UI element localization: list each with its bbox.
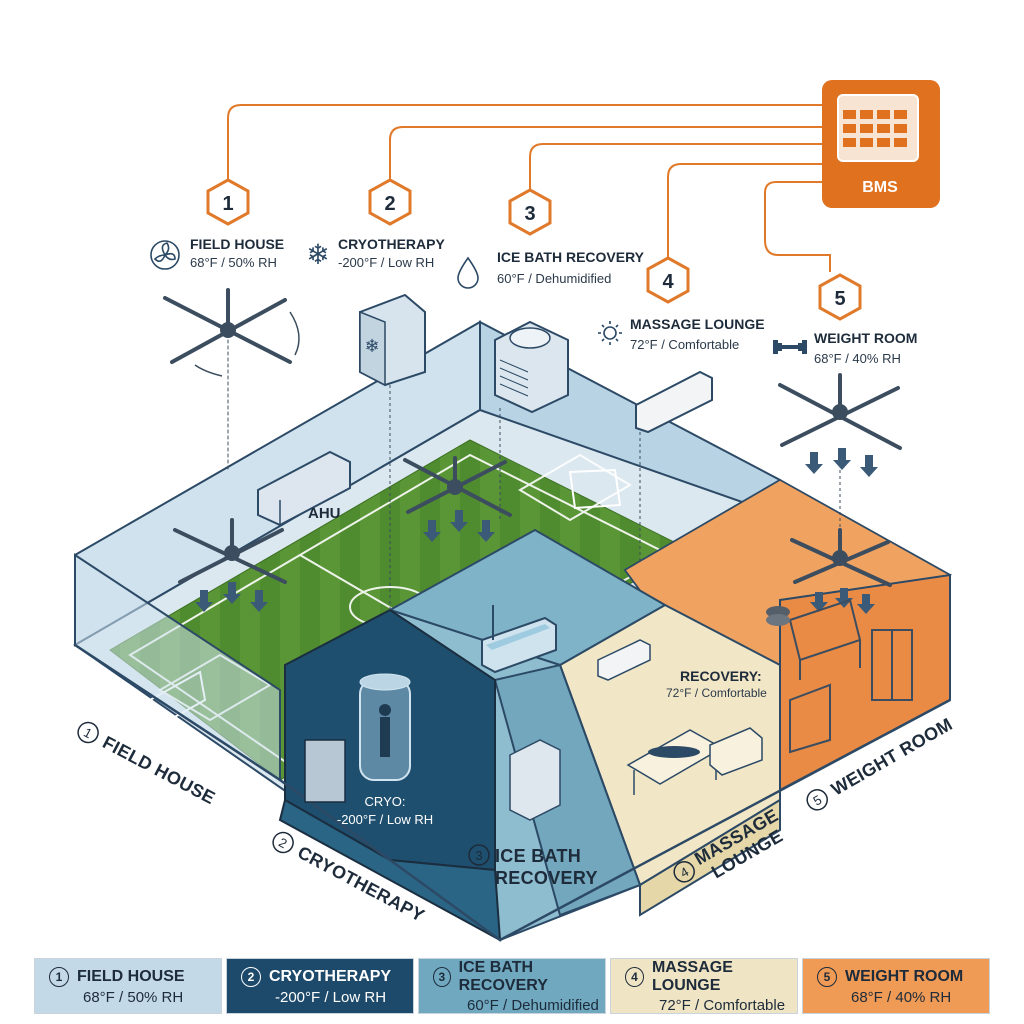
water-drop-icon <box>457 256 479 289</box>
massage-lounge-front-wall <box>639 798 781 917</box>
snowflake-icon: ❄ <box>306 239 329 270</box>
legend-number: 2 <box>241 966 261 987</box>
dehumidifier <box>509 739 561 821</box>
legend-spec: -200°F / Low RH <box>275 988 387 1006</box>
zone-badge-5: 5 <box>818 273 862 321</box>
legend-title: CRYOTHERAPY <box>269 967 392 985</box>
legend-item-ice-bath: 3 ICE BATH RECOVERY 60°F / Dehumidified <box>418 958 606 1014</box>
weight-bench <box>789 683 831 754</box>
zone-legend: 1 FIELD HOUSE 68°F / 50% RH 2 CRYOTHERAPY … <box>34 958 990 1014</box>
floor-label-ice-bath-line1: ICE BATH <box>495 846 581 866</box>
floor-label-field-house: 1 FIELD HOUSE <box>77 721 218 808</box>
callout-field-house: FIELD HOUSE 68°F / 50% RH <box>150 236 284 270</box>
legend-spec: 68°F / 40% RH <box>851 988 952 1006</box>
hvac-zone-diagram: ❄ <box>73 80 956 942</box>
cryo-cabinet: ❄ <box>359 293 426 387</box>
callout-field-house-title: FIELD HOUSE <box>190 236 284 252</box>
floor-label-ice-bath-line2: RECOVERY <box>495 868 598 888</box>
floor-label-ice-bath-number: 3 <box>475 848 482 863</box>
floor-label-field-house-text: FIELD HOUSE <box>99 732 218 808</box>
legend-title: ICE BATH RECOVERY <box>458 958 548 994</box>
legend-number: 4 <box>625 966 644 987</box>
zone-badge-1: 1 <box>206 178 250 226</box>
legend-number: 5 <box>817 966 837 987</box>
zone-badge-3: 3 <box>508 188 552 236</box>
bms-label: BMS <box>862 179 898 196</box>
callout-cryotherapy-spec: -200°F / Low RH <box>338 255 434 270</box>
legend-item-field-house: 1 FIELD HOUSE 68°F / 50% RH <box>34 958 222 1014</box>
legend-number: 3 <box>433 966 451 987</box>
callout-ice-bath-spec: 60°F / Dehumidified <box>497 271 611 286</box>
callout-cryotherapy-title: CRYOTHERAPY <box>338 236 445 252</box>
zone-badge-5-number: 5 <box>834 288 845 310</box>
cryo-chamber <box>359 673 411 781</box>
bms-controller[interactable]: BMS <box>822 80 940 208</box>
callout-weight-title: WEIGHT ROOM <box>814 330 917 346</box>
legend-number: 1 <box>49 966 69 987</box>
legend-item-weight-room: 5 WEIGHT ROOM 68°F / 40% RH <box>802 958 990 1014</box>
legend-spec: 68°F / 50% RH <box>83 988 184 1006</box>
legend-title: MASSAGE LOUNGE <box>651 958 733 994</box>
callout-weight-room: WEIGHT ROOM 68°F / 40% RH <box>773 330 917 366</box>
airflow-arrows <box>195 448 878 614</box>
fan-rotation-arrows <box>194 311 300 377</box>
cryo-equipment-cabinet <box>304 739 346 803</box>
mini-split-massage <box>635 370 713 434</box>
dumbbell-icon <box>773 340 807 354</box>
building <box>73 320 953 942</box>
fan-icon <box>150 240 180 270</box>
callout-massage-spec: 72°F / Comfortable <box>630 337 739 352</box>
callout-weight-spec: 68°F / 40% RH <box>814 351 901 366</box>
ice-bath-front-wall <box>493 663 642 917</box>
condensing-unit <box>494 320 569 414</box>
ceiling-fan-field-center <box>403 456 512 517</box>
zone-badge-2-number: 2 <box>384 193 395 215</box>
callout-massage-lounge: MASSAGE LOUNGE 72°F / Comfortable <box>598 316 765 352</box>
recovery-title: RECOVERY: <box>680 668 762 684</box>
ceiling-fan-weight-upper <box>778 373 902 450</box>
sun-icon <box>598 321 622 345</box>
ceiling-fan-field-house-upper <box>163 288 292 471</box>
floor-label-field-house-number: 1 <box>81 725 94 742</box>
zone-badge-1-number: 1 <box>222 193 233 215</box>
mini-split-recovery <box>597 639 651 681</box>
svg-text:❄: ❄ <box>364 336 379 356</box>
building-front-edge <box>74 643 951 942</box>
legend-item-massage-lounge: 4 MASSAGE LOUNGE 72°F / Comfortable <box>610 958 798 1014</box>
soccer-goal-right <box>568 468 622 510</box>
callout-ice-bath: ICE BATH RECOVERY 60°F / Dehumidified <box>457 249 645 289</box>
zone-badge-2: 2 <box>368 178 412 226</box>
bms-wiring <box>227 104 831 272</box>
legend-title: WEIGHT ROOM <box>845 967 964 985</box>
cryo-spec: -200°F / Low RH <box>337 812 433 827</box>
ceiling-fan-field-house-lower <box>173 518 287 584</box>
ice-bath-tub <box>481 605 557 674</box>
dashed-drop-lines <box>389 385 841 610</box>
recovery-spec: 72°F / Comfortable <box>666 686 767 700</box>
legend-spec: 60°F / Dehumidified <box>467 996 599 1014</box>
ceiling-fan-weight-lower <box>790 528 892 587</box>
floor-label-ice-bath: 3 ICE BATH RECOVERY <box>468 844 598 888</box>
floor-label-weight-room-number: 5 <box>811 792 825 809</box>
legend-spec: 72°F / Comfortable <box>659 996 786 1014</box>
callout-field-house-spec: 68°F / 50% RH <box>190 255 277 270</box>
plate-stack <box>766 606 790 626</box>
zone-badge-4: 4 <box>646 256 690 304</box>
weight-rack <box>788 598 862 680</box>
legend-title: FIELD HOUSE <box>77 967 185 985</box>
zone-badge-3-number: 3 <box>524 203 535 225</box>
floor-label-cryotherapy-number: 2 <box>276 835 289 852</box>
callout-cryotherapy: ❄ CRYOTHERAPY -200°F / Low RH <box>306 236 445 270</box>
lounge-chair <box>709 727 763 776</box>
legend-item-cryotherapy: 2 CRYOTHERAPY -200°F / Low RH <box>226 958 414 1014</box>
weight-machine <box>871 629 913 701</box>
cryo-title: CRYO: <box>365 794 406 809</box>
callout-massage-title: MASSAGE LOUNGE <box>630 316 765 332</box>
callout-ice-bath-title: ICE BATH RECOVERY <box>497 249 645 265</box>
zone-badge-4-number: 4 <box>662 271 674 293</box>
ahu-unit <box>257 450 351 527</box>
cryotherapy-floor <box>278 798 502 942</box>
ahu-label: AHU <box>308 505 341 522</box>
